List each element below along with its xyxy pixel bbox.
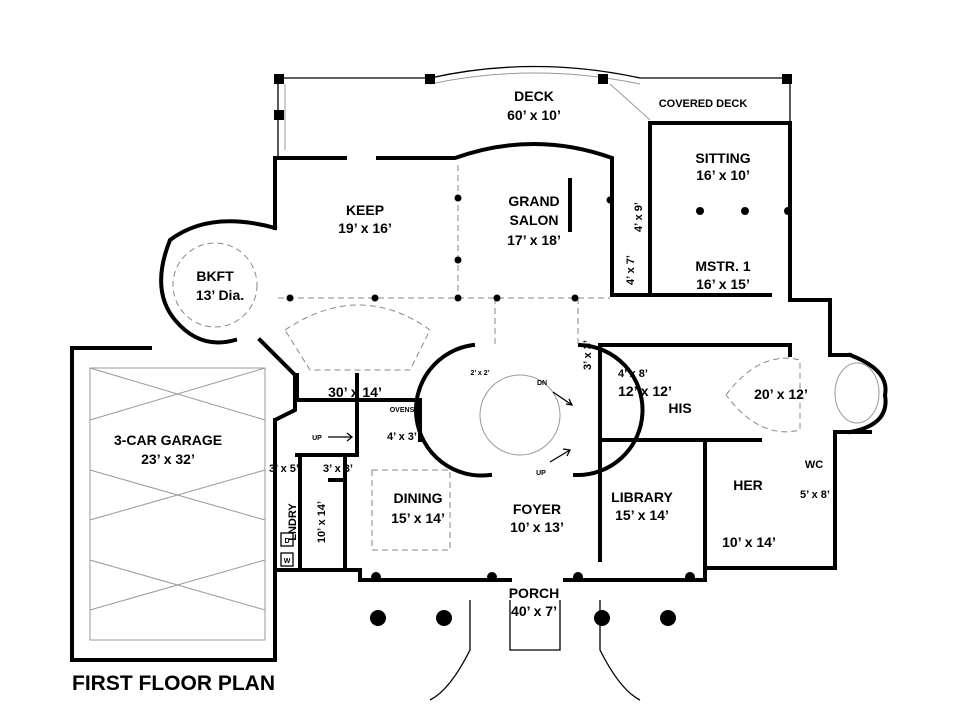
powder-size: 3’ x 5’ [269, 463, 299, 475]
deck-label: DECK [514, 88, 554, 104]
dining-size: 15’ x 14’ [391, 510, 445, 526]
pantry-size: 4’ x 3’ [387, 431, 417, 443]
plan-title: FIRST FLOOR PLAN [72, 672, 275, 695]
keep-label: KEEP [346, 202, 384, 218]
dining-label: DINING [394, 490, 443, 506]
foyer-label: FOYER [513, 501, 561, 517]
back-stair-up-label: UP [312, 435, 322, 442]
closet-4x9-size: 4’ x 9’ [633, 202, 645, 232]
grand-salon-size: 17’ x 18’ [507, 232, 561, 248]
dryer [280, 532, 294, 547]
library-label: LIBRARY [611, 489, 673, 505]
keep-size: 19’ x 16’ [338, 220, 392, 236]
deck-size: 60’ x 10’ [507, 107, 561, 123]
back-stair-arrow [328, 432, 354, 442]
ovens-label: OVENS [390, 407, 415, 414]
wc-label: WC [805, 459, 823, 471]
dryer-label: D [284, 538, 289, 545]
garage-doors [89, 367, 266, 641]
covered-deck-label: COVERED DECK [659, 98, 748, 110]
bath-4x7-size: 4’ x 7’ [625, 255, 637, 285]
washer [280, 552, 294, 567]
laundry-size: 10’ x 14’ [316, 501, 328, 543]
grand-salon-label-1: GRAND [508, 193, 559, 209]
laundry-label: LNDRY [287, 503, 299, 541]
walls [70, 121, 888, 662]
stair-arrow-up [549, 448, 571, 463]
sitting-label: SITTING [695, 150, 750, 166]
library-size: 15’ x 14’ [615, 507, 669, 523]
dashed-lines [172, 165, 880, 551]
bkft-label: BKFT [196, 268, 234, 284]
closet-2x2-size: 2’ x 2’ [470, 370, 489, 377]
deck-outline [274, 65, 792, 160]
stair-arrow-dn [552, 391, 574, 406]
porch-steps [429, 600, 641, 701]
closet-3x3-stair-size: 3’ x 3’ [582, 340, 594, 370]
wc-size: 5’ x 8’ [800, 489, 830, 501]
bath-4x8-size: 4’ x 8’ [618, 368, 648, 380]
garage-size: 23’ x 32’ [141, 451, 195, 467]
columns [286, 194, 792, 626]
his-size: 12’ x 12’ [618, 383, 672, 399]
grand-salon-label-2: SALON [510, 212, 559, 228]
garage-label: 3-CAR GARAGE [114, 432, 222, 448]
foyer-size: 10’ x 13’ [510, 519, 564, 535]
room-labels: DECK 60’ x 10’ COVERED DECK SITTING 16’ … [114, 88, 830, 619]
sitting-size: 16’ x 10’ [696, 167, 750, 183]
stair-up-label: UP [536, 470, 546, 477]
her-label: HER [733, 477, 763, 493]
bkft-size: 13’ Dia. [196, 287, 244, 303]
closet-3x3-size: 3’ x 3’ [323, 463, 353, 475]
porch-label: PORCH [509, 585, 560, 601]
mstr1-size: 16’ x 15’ [696, 276, 750, 292]
stair-dn-label: DN [537, 380, 547, 387]
washer-label: W [284, 558, 291, 565]
master-bath-size: 20’ x 12’ [754, 386, 808, 402]
kitchen-size: 30’ x 14’ [328, 384, 382, 400]
her-size: 10’ x 14’ [722, 534, 776, 550]
mstr1-label: MSTR. 1 [695, 258, 750, 274]
his-label: HIS [668, 400, 691, 416]
porch-size: 40’ x 7’ [511, 603, 557, 619]
